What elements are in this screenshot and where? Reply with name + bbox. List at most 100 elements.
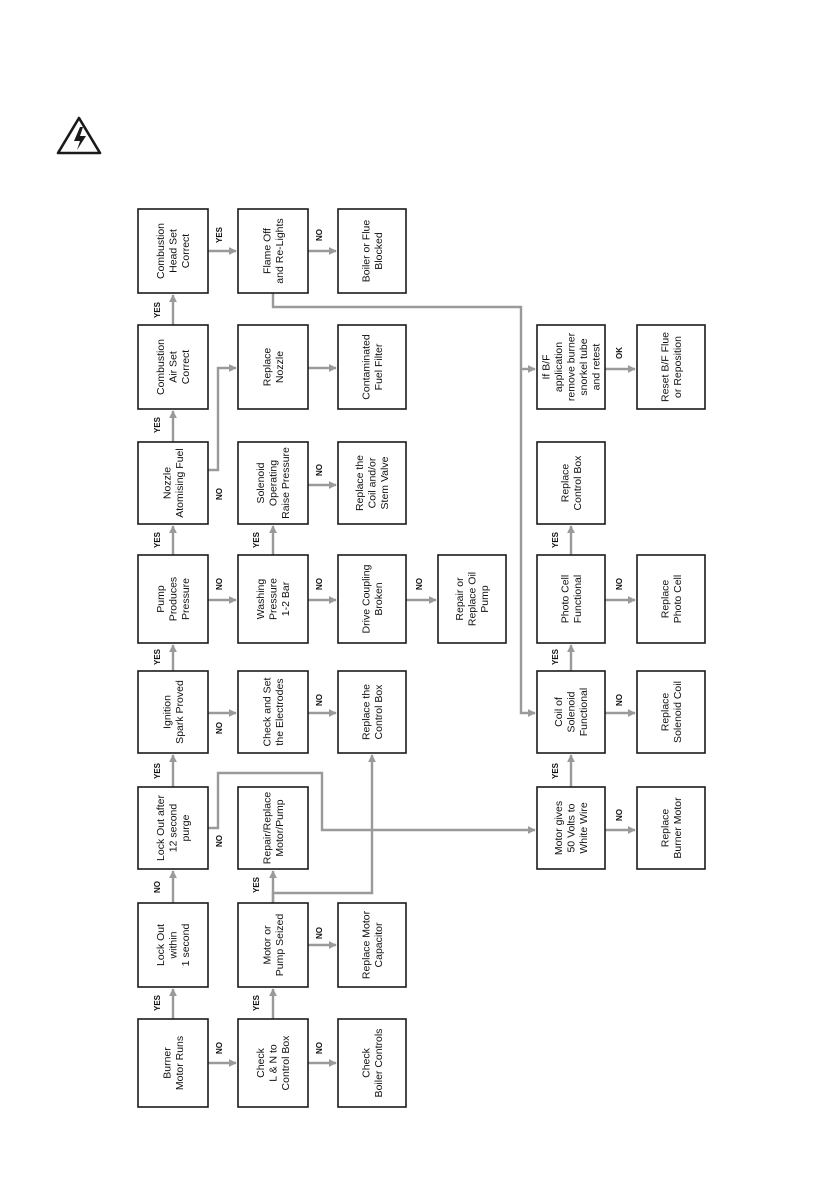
branch-label-burner-to-check-ln: NO: [215, 1042, 224, 1054]
branch-label-lockout-12s-to-repair: NO: [215, 835, 224, 847]
box-text: SolenoidOperatingRaise Pressure: [255, 447, 292, 519]
flowchart-boxes: BurnerMotor Runs Lock Outwithin1 second Lo…: [137, 208, 706, 1108]
branch-label-motor-seized-to-capacitor: NO: [315, 927, 324, 939]
box-lock-out-1s: Lock Outwithin1 second: [137, 902, 209, 988]
box-ignition-spark: IgnitionSpark Proved: [137, 670, 209, 754]
box-bf-application: If B/Fapplicationremove burnersnorkel tu…: [536, 324, 606, 410]
box-boiler-flue-blocked: Boiler or FlueBlocked: [337, 208, 407, 294]
box-reset-bf-flue: Reset B/F Flueor Reposition: [636, 324, 706, 410]
box-washing-pressure: WashingPressure1-2 Bar: [237, 554, 309, 644]
branch-label-washing-to-solenoid: YES: [252, 531, 261, 548]
branch-label-motor-seized-to-repair: YES: [252, 876, 261, 893]
connector-arrow: [208, 364, 237, 472]
box-check-ln: CheckL & N toControl Box: [237, 1018, 309, 1108]
branch-label-photo-cell-to-control-box: YES: [551, 531, 560, 548]
branch-label-comb-head-to-flame-off: YES: [215, 226, 224, 243]
box-text: CombustionHead SetCorrect: [155, 223, 192, 279]
branch-label-nozzle-no: NO: [215, 488, 224, 500]
branch-label-ignition-to-electrodes: NO: [215, 722, 224, 734]
box-replace-solenoid-coil: ReplaceSolenoid Coil: [636, 670, 706, 754]
box-check-boiler-controls: CheckBoiler Controls: [337, 1018, 407, 1108]
box-text: Replace theCoil and/orStem Valve: [354, 455, 391, 511]
branch-label-lockout-12s-to-ignition: YES: [153, 762, 162, 779]
box-burner-motor-runs: BurnerMotor Runs: [137, 1018, 209, 1108]
connector-arrow: [208, 771, 536, 834]
box-text: NozzleAtomising Fuel: [161, 448, 186, 517]
branch-label-drive-coupling-to-oil-pump: NO: [415, 578, 424, 590]
connector-lines: [169, 247, 636, 1067]
branch-label-check-ln-to-motor-seized: YES: [252, 994, 261, 1011]
box-text: Coil ofSolenoidFunctional: [553, 688, 590, 736]
box-comb-head: CombustionHead SetCorrect: [137, 208, 209, 294]
box-text: Flame Offand Re-Lights: [261, 218, 286, 283]
box-text: WashingPressure1-2 Bar: [255, 578, 292, 620]
box-lock-out-12s: Lock Out after12 secondpurge: [137, 786, 209, 870]
box-text: BurnerMotor Runs: [161, 1036, 186, 1090]
box-replace-photo-cell: ReplacePhoto Cell: [636, 554, 706, 644]
box-check-electrodes: Check and Setthe Electrodes: [237, 670, 309, 754]
box-comb-air: CombustionAir SetCorrect: [137, 324, 209, 410]
box-text: CheckBoiler Controls: [360, 1029, 385, 1098]
box-replace-coil: Replace theCoil and/orStem Valve: [337, 441, 407, 525]
box-replace-control-box-1: Replace theControl Box: [337, 670, 407, 754]
box-text: ReplaceNozzle: [261, 348, 286, 387]
box-text: Motor gives50 Volts toWhite Wire: [553, 801, 590, 855]
branch-label-burner-to-lockout-1s: YES: [153, 994, 162, 1011]
box-repair-motor-pump: Repair/ReplaceMotor/Pump: [237, 786, 309, 870]
box-text: ReplaceBurner Motor: [659, 797, 684, 859]
box-solenoid-operating: SolenoidOperatingRaise Pressure: [237, 441, 309, 525]
branch-labels: YES NO YES YES YES YES YES YES NO NO NO NO NO YES YES Y…: [153, 226, 624, 1054]
connector-arrow: [271, 754, 376, 903]
box-text: Photo CellFunctional: [559, 575, 584, 623]
box-text: Repair/ReplaceMotor/Pump: [261, 792, 286, 865]
branch-label-motor-50v-to-coil: YES: [551, 762, 560, 779]
box-text: Lock Outwithin1 second: [155, 924, 192, 967]
box-drive-coupling: Drive CouplingBroken: [337, 554, 407, 644]
box-replace-control-box-2: ReplaceControl Box: [536, 441, 606, 525]
box-motor-pump-seized: Motor orPump Seized: [237, 902, 309, 988]
branch-label-comb-air-to-comb-head: YES: [153, 301, 162, 318]
high-voltage-warning-icon: [56, 116, 102, 155]
branch-label-coil-to-replace: NO: [615, 694, 624, 706]
box-pump-pressure: PumpProducesPressure: [137, 554, 209, 644]
branch-label-pump-to-washing: NO: [215, 578, 224, 590]
box-text: ReplaceControl Box: [559, 455, 584, 511]
box-repair-oil-pump: Repair orReplace OilPump: [437, 554, 507, 644]
box-motor-50v: Motor gives50 Volts toWhite Wire: [536, 786, 606, 870]
branch-label-washing-to-drive-coupling: NO: [315, 578, 324, 590]
box-text: CheckL & N toControl Box: [255, 1035, 292, 1091]
box-replace-burner-motor: ReplaceBurner Motor: [636, 786, 706, 870]
branch-label-ignition-to-pump: YES: [153, 648, 162, 665]
box-text: Check and Setthe Electrodes: [261, 677, 286, 746]
box-text: Motor orPump Seized: [261, 914, 286, 977]
box-replace-motor-capacitor: Replace MotorCapacitor: [337, 902, 407, 988]
box-coil-solenoid: Coil ofSolenoidFunctional: [536, 670, 606, 754]
box-flame-off: Flame Offand Re-Lights: [237, 208, 309, 294]
branch-label-check-ln-to-boiler-controls: NO: [315, 1042, 324, 1054]
box-text: PumpProducesPressure: [155, 577, 192, 621]
branch-label-bf-to-reset: OK: [615, 347, 624, 359]
box-text: Boiler or FlueBlocked: [360, 220, 385, 283]
box-text: Lock Out after12 secondpurge: [155, 795, 192, 861]
branch-label-electrodes-to-control-box: NO: [315, 694, 324, 706]
box-nozzle-atomising: NozzleAtomising Fuel: [137, 441, 209, 525]
branch-label-flame-off-to-blocked: NO: [315, 229, 324, 241]
branch-label-motor-50v-to-replace: NO: [615, 809, 624, 821]
box-replace-nozzle: ReplaceNozzle: [237, 324, 309, 410]
box-photo-cell: Photo CellFunctional: [536, 554, 606, 644]
box-text: Reset B/F Flueor Reposition: [659, 332, 684, 402]
branch-label-lockout-1s-to-12s: NO: [153, 881, 162, 893]
box-text: Repair orReplace OilPump: [454, 572, 491, 626]
box-text: ReplaceSolenoid Coil: [659, 681, 684, 743]
box-text: CombustionAir SetCorrect: [155, 339, 192, 395]
connector-arrow: [271, 293, 536, 717]
box-contaminated-filter: ContaminatedFuel Filter: [337, 324, 407, 410]
branch-label-photo-cell-to-replace: NO: [615, 578, 624, 590]
box-text: Replace theControl Box: [360, 684, 385, 740]
branch-label-coil-to-photo-cell: YES: [551, 648, 560, 665]
box-text: ContaminatedFuel Filter: [360, 334, 385, 400]
box-text: If B/Fapplicationremove burnersnorkel tu…: [541, 332, 603, 401]
branch-label-nozzle-to-comb-air: YES: [153, 416, 162, 433]
box-text: Replace MotorCapacitor: [360, 910, 385, 979]
